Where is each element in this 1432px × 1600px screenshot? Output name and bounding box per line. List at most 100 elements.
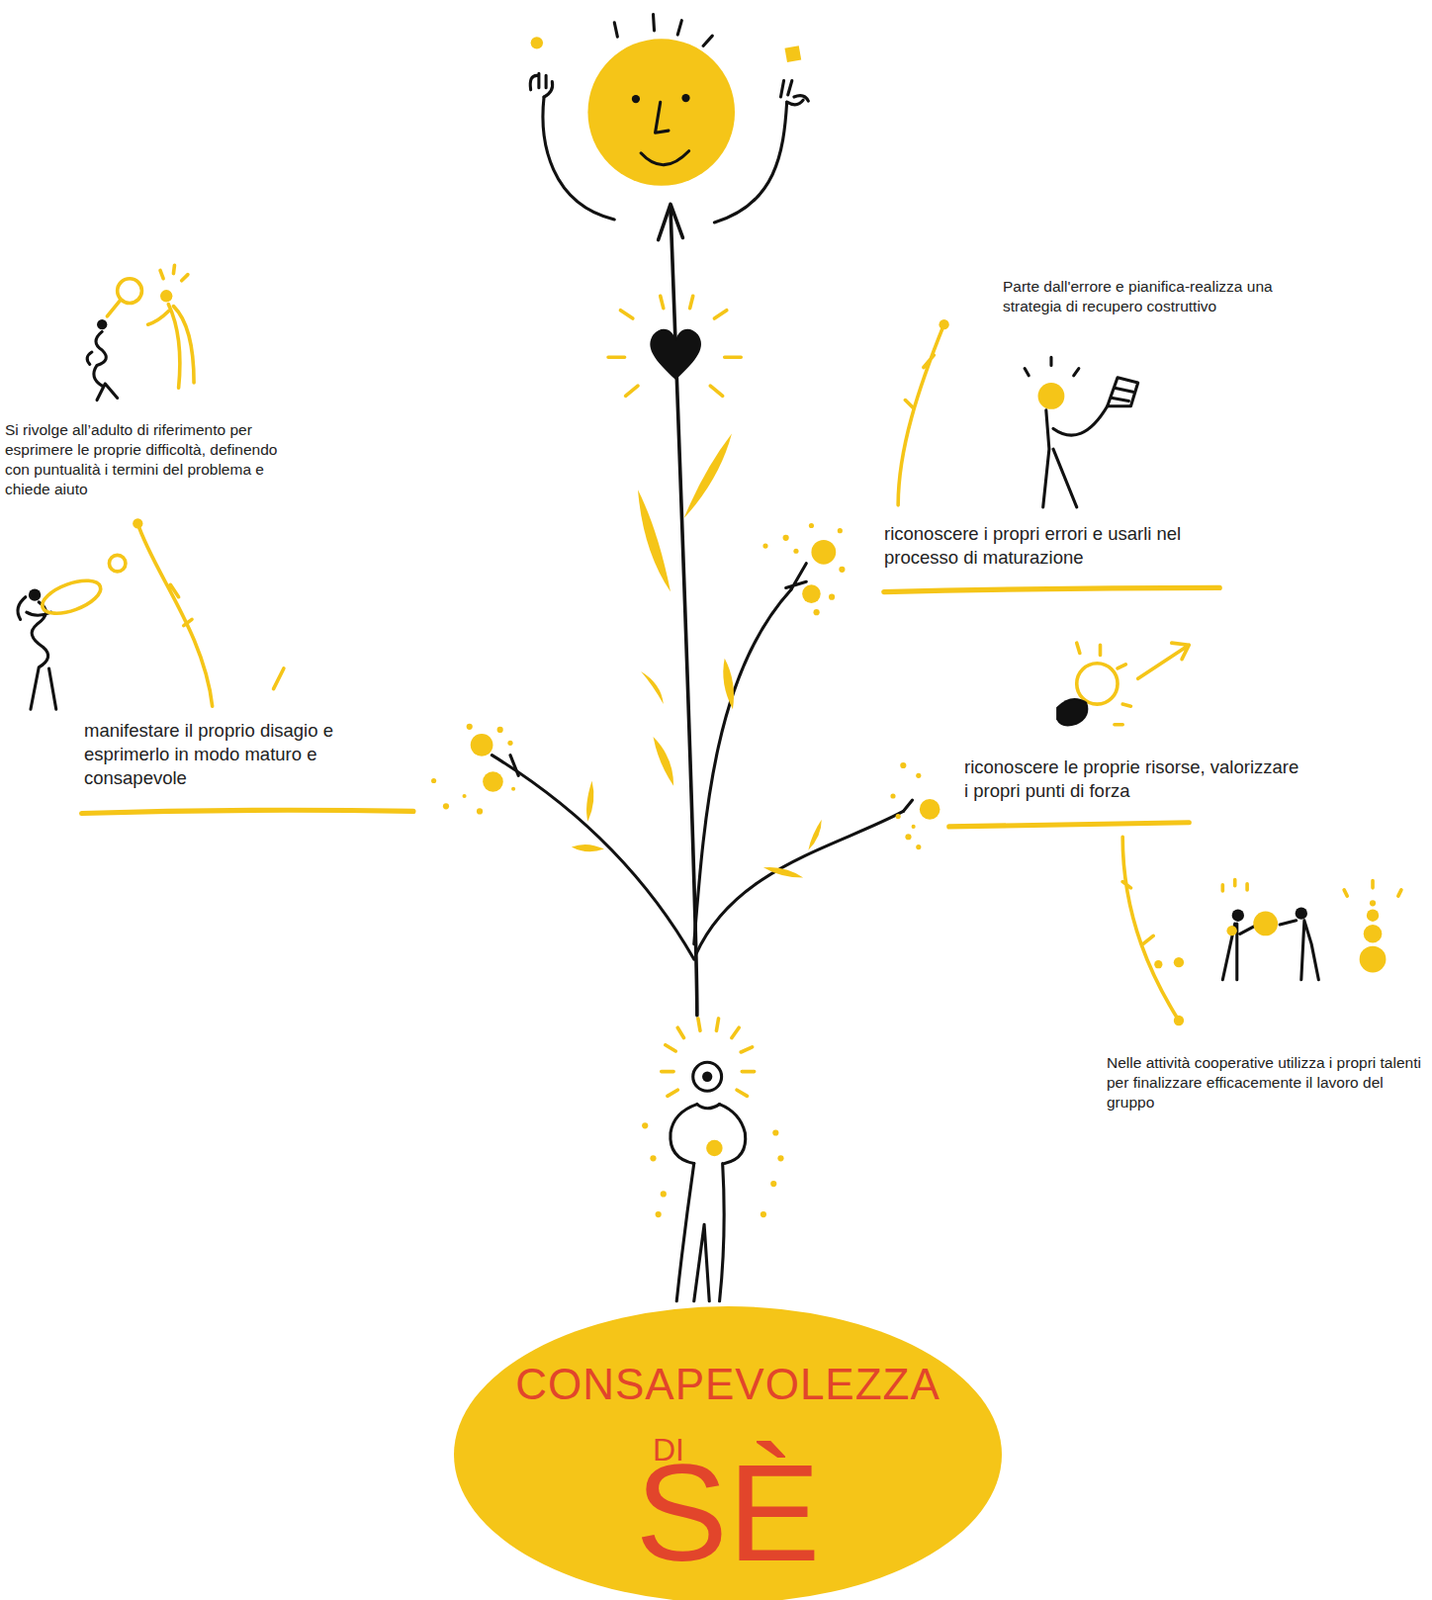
flower: [828, 594, 835, 601]
speaking-figure-icon: [108, 554, 126, 572]
help-scene-icon: [160, 289, 173, 302]
flower: [802, 584, 821, 604]
ellipse-shape: [453, 1306, 1002, 1600]
speaking-figure-icon: [17, 554, 126, 710]
lightbulb-icon: [1076, 663, 1118, 705]
title-text: CONSAPEVOLEZZA: [453, 1362, 1002, 1407]
thinking-figure-icon: [1043, 406, 1108, 508]
person-figure: [770, 1180, 777, 1187]
thinking-figure-icon: [1038, 382, 1066, 410]
flower: [810, 539, 836, 565]
teamwork-icon: [1232, 909, 1245, 922]
happy-sun-figure: [784, 45, 802, 63]
happy-sun-figure: [531, 36, 543, 49]
flower: [838, 566, 845, 573]
flower: [762, 543, 768, 549]
teamwork-icon: [1295, 906, 1308, 919]
person-figure: [649, 1155, 656, 1162]
title-ellipse: CONSAPEVOLEZZADISÈ: [453, 1306, 1002, 1600]
flower: [890, 793, 895, 799]
help-scene-icon: [148, 304, 194, 389]
person-figure: [697, 1104, 720, 1109]
person-figure: [670, 1104, 698, 1164]
flower: [915, 773, 921, 779]
note-label: Si rivolge all’adulto di riferimento per…: [4, 420, 302, 500]
leaf: [637, 489, 671, 592]
plant-stem: [786, 563, 807, 591]
plant-stem: [658, 203, 684, 240]
heart-symbol: [608, 295, 741, 396]
flower: [511, 787, 516, 792]
person-figure: [706, 1140, 723, 1158]
happy-sun-figure: [714, 101, 787, 223]
vine: [1154, 960, 1163, 969]
note-label: riconoscere le proprie risorse, valorizz…: [964, 755, 1301, 804]
help-scene-icon: [160, 265, 188, 280]
flower: [466, 723, 473, 730]
leaf: [640, 671, 664, 705]
plant-stem: [491, 755, 694, 960]
note-label: Parte dall'errore e pianifica-realizza u…: [1002, 276, 1318, 317]
flower: [899, 762, 906, 769]
flower: [919, 799, 941, 820]
plant-stem: [510, 755, 519, 777]
vine: [1173, 957, 1184, 968]
underline: [949, 822, 1190, 827]
teamwork-icon: [1369, 899, 1376, 906]
flower: [837, 528, 843, 534]
leaf: [586, 780, 594, 821]
help-scene-icon: [87, 265, 194, 400]
person-figure: [719, 1104, 746, 1164]
flower: [813, 609, 820, 616]
flower: [904, 833, 911, 840]
flower: [470, 733, 494, 757]
teamwork-icon: [1222, 880, 1248, 892]
note-label: manifestare il proprio disagio e esprime…: [84, 718, 381, 791]
help-scene-icon: [96, 319, 107, 330]
plant-stem: [696, 810, 903, 954]
teamwork-icon: [1222, 923, 1255, 981]
person-figure: [693, 1062, 722, 1091]
leaf: [722, 658, 734, 711]
thinking-figure-icon: [1024, 357, 1079, 376]
teamwork-icon: [1363, 924, 1383, 944]
leaf: [763, 867, 804, 879]
teamwork-icon: [1366, 909, 1379, 922]
leaf: [652, 736, 674, 787]
plant-stem: [491, 203, 912, 1015]
speaking-figure-icon: [38, 574, 105, 621]
teamwork-icon: [1253, 911, 1278, 937]
vine: [897, 324, 944, 506]
plant-stem: [902, 800, 912, 811]
flower: [476, 807, 483, 814]
plant-illustration: [17, 13, 1402, 1301]
flower: [431, 523, 940, 850]
teamwork-icon: [1222, 880, 1402, 981]
lightbulb-icon: [1056, 698, 1088, 727]
happy-sun-figure: [530, 13, 808, 223]
note-label: Nelle attività cooperative utilizza i pr…: [1106, 1053, 1426, 1113]
vine: [1122, 836, 1184, 1026]
person-figure: [772, 1129, 779, 1136]
vine: [132, 518, 284, 707]
underline: [884, 587, 1221, 592]
flower: [482, 771, 504, 793]
teamwork-icon: [1226, 925, 1237, 936]
happy-sun-figure: [631, 94, 640, 103]
happy-sun-figure: [587, 38, 735, 186]
flower: [793, 548, 799, 554]
happy-sun-figure: [614, 13, 713, 46]
vine: [897, 319, 950, 506]
title-text: SÈ: [453, 1443, 1002, 1583]
plant-stem: [694, 589, 792, 944]
person-figure: [660, 1190, 667, 1197]
thinking-figure-icon: [1107, 377, 1139, 407]
happy-sun-figure: [780, 81, 808, 105]
flower: [443, 803, 449, 809]
leaf: [807, 819, 821, 851]
teamwork-icon: [1359, 946, 1387, 974]
leaf: [571, 844, 605, 852]
flower: [431, 778, 437, 784]
teamwork-icon: [1279, 920, 1319, 981]
happy-sun-figure: [681, 93, 690, 102]
